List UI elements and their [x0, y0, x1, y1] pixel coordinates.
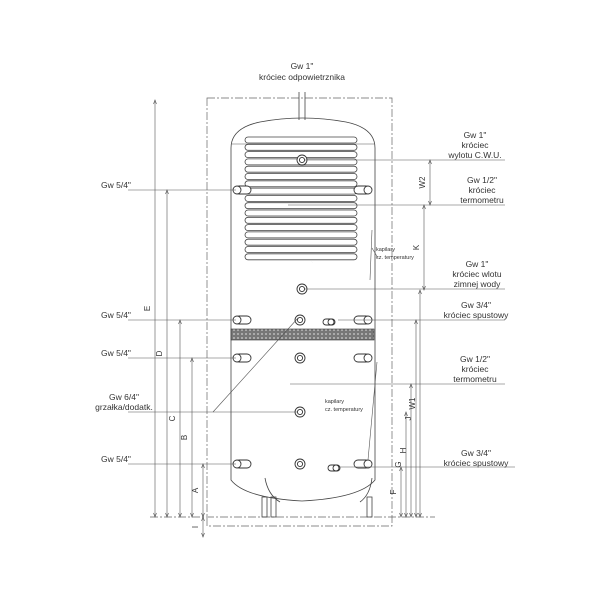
dimension-label: F: [389, 489, 398, 494]
coil-loop: [244, 180, 358, 188]
capillary-bottom-label-2: cz. temperatury: [325, 407, 363, 413]
capillary-top-label-2: cz. temperatury: [376, 255, 414, 261]
drain-bottom-label-1: Gw 3/4": [461, 448, 491, 458]
dimension-label: W2: [418, 176, 427, 189]
left-port-1-label: Gw 5/4": [101, 180, 131, 190]
vent-label-1: Gw 1": [291, 61, 314, 71]
capillary-top-label-1: kapilary: [376, 247, 395, 253]
coil-loop: [244, 143, 358, 151]
dimension-B: B: [180, 357, 194, 518]
port-nozzle: [353, 185, 373, 195]
coil-loop: [244, 173, 358, 180]
thermo-mid-label-1: Gw 1/2": [460, 354, 490, 364]
cold-inlet-label-2: króciec wlotu: [452, 269, 501, 279]
coil-loop: [244, 253, 358, 261]
dimension-label: G: [394, 461, 403, 467]
drain-bottom-label-2: króciec spustowy: [444, 458, 509, 468]
vent-pipe: [298, 92, 306, 120]
dimension-W1: W1: [408, 289, 422, 518]
cold-inlet-label-3: zimnej wody: [454, 279, 502, 289]
cwu-label-3: wylotu C.W.U.: [447, 150, 501, 160]
drain-top-label-2: króciec spustowy: [444, 310, 509, 320]
cwu-label-1: Gw 1": [464, 130, 487, 140]
coil-loop: [244, 246, 358, 253]
insulation-outline: [206, 97, 393, 527]
tank-body: [230, 117, 376, 502]
port-nozzle: [353, 353, 373, 363]
dimension-label: D: [155, 350, 164, 356]
ports: [232, 154, 373, 472]
port-center: [294, 314, 306, 326]
thermo-mid-label-2: króciec: [462, 364, 490, 374]
cwu-label-2: króciec: [462, 140, 490, 150]
port-nozzle: [232, 353, 252, 363]
dimension-J: J: [404, 319, 418, 518]
coil-loop: [244, 202, 358, 210]
cold-inlet-label-1: Gw 1": [466, 259, 489, 269]
tank-legs: [261, 477, 373, 518]
coil-loop: [244, 165, 358, 173]
dimension-label: I: [191, 526, 200, 528]
dimension-lines: E D C B A I W2K W1J H G F: [143, 99, 432, 538]
coil-loop: [244, 224, 358, 232]
dimension-W2: W2: [418, 159, 432, 206]
dimension-label: E: [143, 306, 152, 311]
dimension-label: W1: [408, 397, 417, 410]
coil-loop: [244, 187, 358, 195]
left-port-3-label: Gw 5/4": [101, 348, 131, 358]
dimension-A: A: [191, 463, 205, 518]
dimension-label: A: [191, 487, 200, 493]
dimension-D: D: [155, 189, 169, 518]
port-nozzle: [232, 185, 252, 195]
left-port-4-label: Gw 5/4": [101, 454, 131, 464]
heater-label-1: Gw 6/4": [109, 392, 139, 402]
coil-loop: [244, 231, 358, 239]
dimension-F: F: [389, 466, 403, 518]
left-port-2-label: Gw 5/4": [101, 310, 131, 320]
port-center: [294, 406, 306, 418]
leader-lines: [128, 159, 515, 468]
port-center: [294, 458, 306, 470]
heat-exchanger-coil: [244, 136, 358, 287]
heater-band: [230, 328, 375, 341]
vent-label-2: króciec odpowietrznika: [259, 72, 345, 82]
port-center: [294, 352, 306, 364]
coil-loop: [244, 238, 358, 246]
thermo-top-label-3: termometru: [460, 195, 504, 205]
drain-top-label-1: Gw 3/4": [461, 300, 491, 310]
capillary-bottom-label-1: kapilary: [325, 399, 344, 405]
dimension-K: K: [412, 204, 426, 291]
dimension-label: K: [412, 244, 421, 250]
dimension-label: B: [180, 435, 189, 440]
dimension-label: J: [404, 417, 413, 421]
dimension-C: C: [168, 319, 182, 518]
thermo-top-label-1: Gw 1/2": [467, 175, 497, 185]
thermo-top-label-2: króciec: [469, 185, 497, 195]
heater-label-2: grzałka/dodatk.: [95, 402, 153, 412]
labels: Gw 1" króciec odpowietrznika Gw 1" króci…: [95, 61, 509, 468]
dimension-label: C: [168, 415, 177, 421]
dimension-H: H: [399, 383, 413, 518]
coil-loop: [244, 136, 358, 144]
coil-loop: [244, 194, 358, 202]
port-nozzle: [232, 315, 252, 325]
coil-loop: [244, 216, 358, 224]
dimension-G: G: [394, 411, 408, 518]
coil-loop: [244, 209, 358, 217]
dimension-label: H: [399, 447, 408, 453]
dimension-I: I: [191, 516, 205, 538]
thermo-mid-label-3: termometru: [453, 374, 497, 384]
dimension-E: E: [143, 99, 157, 518]
